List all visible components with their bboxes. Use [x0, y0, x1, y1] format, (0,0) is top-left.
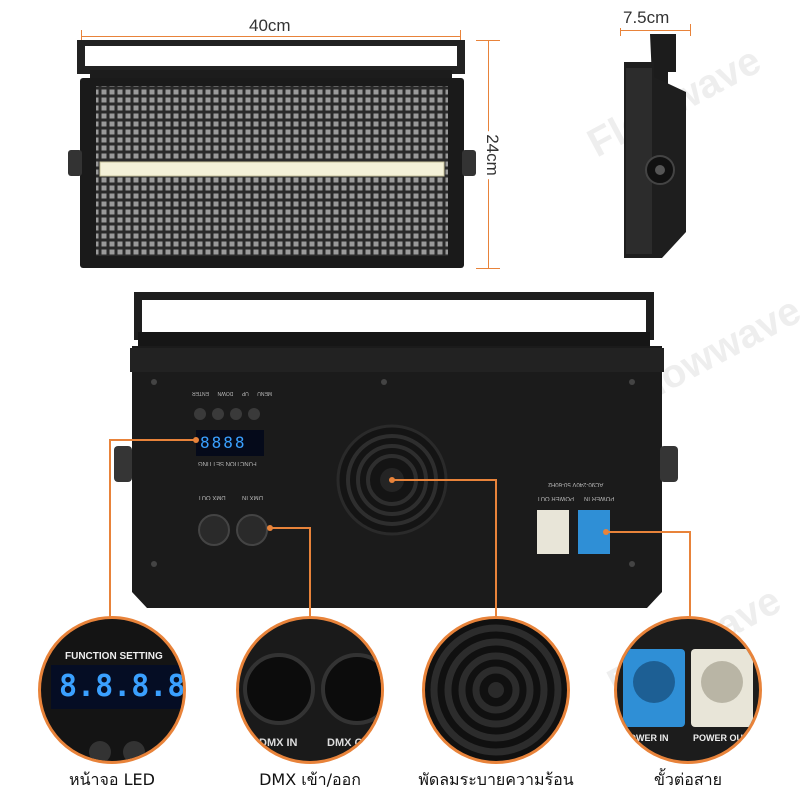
depth-dimension-tick-right — [690, 24, 691, 36]
front-fixture-image — [68, 40, 476, 268]
zoom-button-right — [123, 741, 145, 761]
side-fixture-image — [624, 34, 686, 258]
zoom-dmx-in-label: DMX IN — [259, 737, 298, 749]
zoom-power-connectors: POWER IN POWER OUT — [614, 616, 762, 764]
zoom-power-out-label: POWER OUT — [693, 733, 749, 743]
width-label: 40cm — [245, 16, 295, 36]
width-dimension-tick-left — [81, 30, 82, 42]
zoom-dmx-out-label: DMX OUT — [327, 737, 378, 749]
back-fixture-image — [114, 292, 678, 608]
zoom-led-screen — [51, 665, 181, 709]
zoom-dmx-in-connector — [243, 653, 315, 725]
caption-cooling-fan: พัดลมระบายความร้อน — [418, 770, 574, 789]
height-dimension-tick-bottom — [476, 268, 500, 269]
depth-label: 7.5cm — [620, 8, 673, 28]
zoom-button-left — [89, 741, 111, 761]
zoom-power-in-label: POWER IN — [623, 733, 669, 743]
zoom-power-out-socket — [701, 661, 743, 703]
zoom-power-in-socket — [633, 661, 675, 703]
fan-grill-icon — [430, 624, 562, 756]
depth-dimension-tick-left — [620, 24, 621, 36]
caption-dmx: DMX เข้า/ออก — [259, 770, 361, 789]
zoom-led-title: FUNCTION SETTING — [65, 651, 163, 662]
width-dimension-tick-right — [460, 30, 461, 42]
width-dimension-line — [81, 36, 461, 37]
caption-power-connectors: ขั้วต่อสาย — [653, 770, 723, 789]
zoom-led-display: FUNCTION SETTING 8.8.8.8. — [38, 616, 186, 764]
zoom-led-value: 8.8.8.8. — [59, 669, 186, 704]
caption-led-display: หน้าจอ LED — [69, 770, 155, 789]
zoom-dmx-connectors: DMX IN DMX OUT — [236, 616, 384, 764]
zoom-dmx-out-connector — [321, 653, 381, 725]
depth-dimension-line — [620, 30, 690, 31]
zoom-cooling-fan — [422, 616, 570, 764]
height-dimension-tick-top — [476, 40, 500, 41]
panel-display: 8888 — [200, 433, 247, 452]
